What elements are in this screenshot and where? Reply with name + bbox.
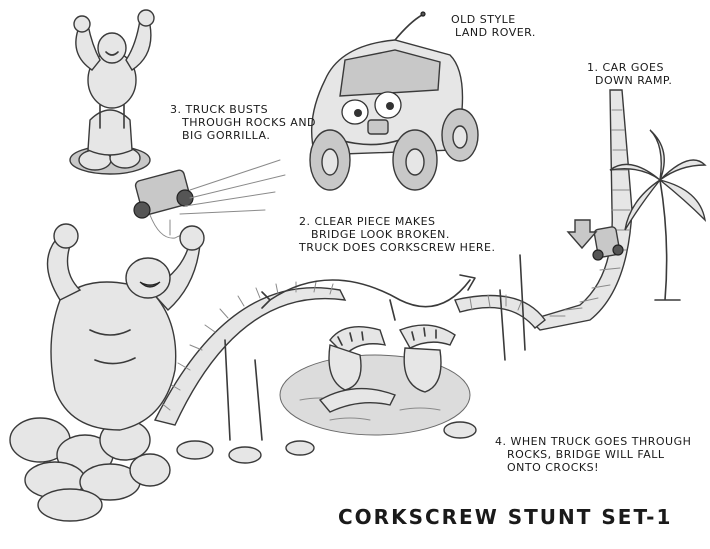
sheet-title: CORKSCREW STUNT SET-1 (338, 505, 673, 529)
crocodile-pond-illustration (279, 324, 471, 436)
big-gorilla-illustration (9, 223, 205, 522)
corkscrew-arrow-illustration (261, 274, 476, 309)
ground-stones (176, 421, 477, 464)
land-rover-illustration (309, 11, 479, 191)
small-gorilla-illustration (69, 9, 155, 175)
land-rover-label: OLD STYLE LAND ROVER. (451, 13, 536, 39)
step-4-note: 4. WHEN TRUCK GOES THROUGH ROCKS, BRIDGE… (495, 435, 692, 474)
step-2-note: 2. CLEAR PIECE MAKES BRIDGE LOOK BROKEN.… (299, 215, 496, 254)
truck-crash-illustration (133, 159, 286, 239)
step-3-note: 3. TRUCK BUSTS THROUGH ROCKS AND BIG GOR… (170, 103, 317, 142)
step-1-note: 1. CAR GOES DOWN RAMP. (587, 61, 673, 87)
bridge-illustration (153, 254, 546, 441)
ramp-illustration (528, 89, 707, 331)
